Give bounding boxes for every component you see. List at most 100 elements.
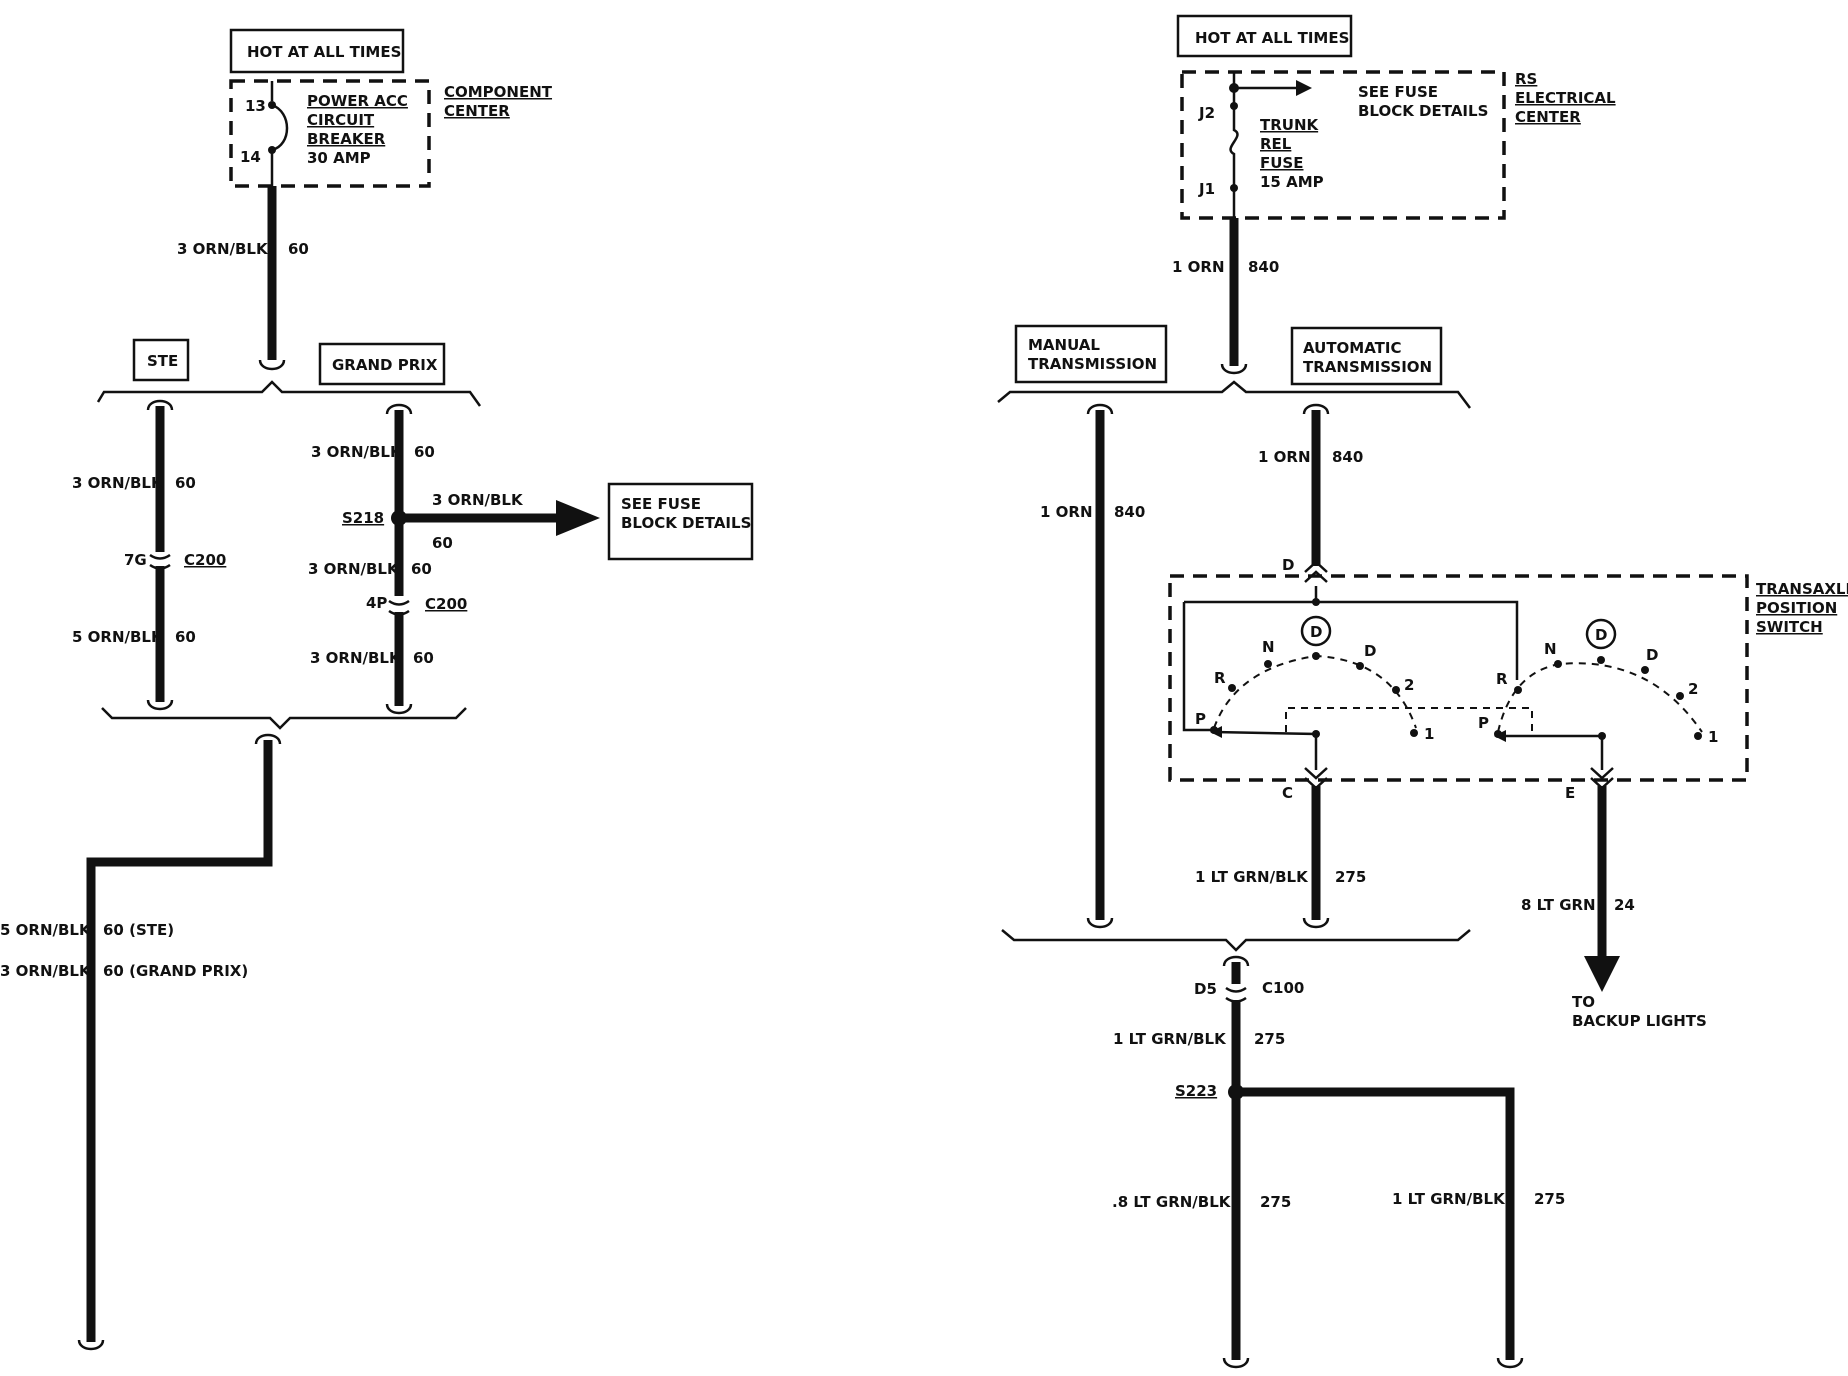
right-gear-circle [1585,618,1617,650]
right-contact-bar [1498,734,1604,770]
left-hot-label: HOT AT ALL TIMES [247,43,401,61]
ste-upper-circuit: 60 [175,474,196,492]
right-out-right-label: 1 LT GRN/BLK [1392,1190,1506,1208]
gp-lower-circuit: 60 [413,649,434,667]
pin-14: 14 [240,148,261,166]
right-out-wire-right [1236,1087,1515,1360]
backup-line-1: TO [1572,993,1595,1011]
left-circuit: HOT AT ALL TIMES 13 14 POWER ACC CIRCUIT… [0,28,754,1351]
right-contact-arrow [1494,730,1506,742]
left-fuse-details-line-2: BLOCK DETAILS [621,514,751,532]
switch-name-line-2: POSITION [1756,599,1837,617]
rs-electrical-center-box [1180,70,1506,220]
ste-connector-arc-1 [149,553,171,560]
left-gear-d-dot [1356,662,1364,670]
right-gear-d-center-dot [1597,656,1605,664]
wire-c-label: 1 LT GRN/BLK [1195,868,1309,886]
left-contact-node [1312,730,1320,738]
pin-e: E [1565,784,1575,802]
left-feed-label: 3 ORN/BLK [177,240,269,258]
gp-connector-arc-1 [388,599,410,606]
left-lower-harness [101,707,467,730]
left-gear-r-dot [1228,684,1236,692]
grand-prix-box [318,342,446,386]
left-upper-harness [96,380,482,407]
pin-j1: J1 [1198,180,1215,198]
right-gear-r-dot [1514,686,1522,694]
component-center-line-2: CENTER [444,102,510,120]
wire-e-label: 8 LT GRN [1521,896,1596,914]
left-gear-p: P [1195,710,1206,728]
breaker-line-4: 30 AMP [307,149,371,167]
right-gear-2: 2 [1688,680,1698,698]
auto-wire-circuit: 840 [1332,448,1363,466]
c100-pin: D5 [1194,980,1217,998]
right-gear-1: 1 [1708,728,1718,746]
left-gear-1: 1 [1424,725,1434,743]
left-gear-1-dot [1410,729,1418,737]
manual-wire-label: 1 ORN [1040,503,1093,521]
right-circuit: HOT AT ALL TIMES J2 J1 TRUNK REL FUSE 15… [997,14,1848,1369]
left-gear-2-dot [1392,686,1400,694]
breaker-element [271,103,289,152]
right-see-fuse-line-1: SEE FUSE [1358,83,1438,101]
left-out-ste-label: 5 ORN/BLK [0,921,92,939]
pin-d-connector-1 [1304,560,1328,573]
splice-s223: S223 [1175,1082,1217,1100]
c100-connector: C100 [1262,979,1304,997]
manual-wire-top [1086,403,1114,415]
fuse-line-3: FUSE [1260,154,1303,172]
gp-wire-bottom [385,703,413,715]
transaxle-switch-box [1168,574,1749,782]
left-fuse-details-line-1: SEE FUSE [621,495,701,513]
breaker-line-1: POWER ACC [307,92,408,110]
manual-transmission-box [1014,324,1168,384]
right-upper-harness [997,380,1471,409]
right-hot-box [1176,14,1353,58]
right-gear-p: P [1478,714,1489,732]
left-gear-r: R [1214,669,1226,687]
right-out-wire-top [1222,955,1250,967]
fuse-line-4: 15 AMP [1260,173,1324,191]
component-center-box [229,79,431,188]
gp-mid-label: 3 ORN/BLK [308,560,400,578]
right-gear-n-dot [1554,660,1562,668]
ste-connector: C200 [184,551,226,569]
left-gear-n: N [1262,638,1275,656]
right-feed-label: 1 ORN [1172,258,1225,276]
left-gear-circle-label: D [1310,623,1322,641]
left-fuse-details-box [607,482,754,561]
gp-connector: C200 [425,595,467,613]
ste-lower-circuit: 60 [175,628,196,646]
left-gear-n-dot [1264,660,1272,668]
pin-13: 13 [245,97,266,115]
ste-connector-pin: 7G [124,551,147,569]
left-out-wire-top [254,733,282,745]
left-out-gp-circuit: 60 (GRAND PRIX) [103,962,248,980]
right-out-right-circuit: 275 [1534,1190,1565,1208]
manual-wire-circuit: 840 [1114,503,1145,521]
manual-line-2: TRANSMISSION [1028,355,1157,373]
right-gear-circle-label: D [1595,626,1607,644]
right-lower-harness [1001,929,1471,952]
fuse-details-pointer-head [1296,80,1312,96]
left-contact-bar [1213,730,1318,770]
ste-lower-label: 5 ORN/BLK [72,628,164,646]
wire-c-circuit: 275 [1335,868,1366,886]
right-see-fuse-line-2: BLOCK DETAILS [1358,102,1488,120]
wire-c-bottom [1302,917,1330,929]
breaker-line-2: CIRCUIT [307,111,375,129]
backup-line-2: BACKUP LIGHTS [1572,1012,1707,1030]
automatic-line-2: TRANSMISSION [1303,358,1432,376]
ste-wire-bottom [146,699,174,711]
pin-d-connector-2 [1304,570,1328,583]
below-c100-circuit: 275 [1254,1030,1285,1048]
right-contact-node [1598,732,1606,740]
right-feed-circuit: 840 [1248,258,1279,276]
gp-lower-label: 3 ORN/BLK [310,649,402,667]
right-gear-1-dot [1694,732,1702,740]
left-contact-arrow [1210,726,1222,738]
splice-s218: S218 [342,509,384,527]
gp-upper-label: 3 ORN/BLK [311,443,403,461]
manual-wire-bottom [1086,917,1114,929]
